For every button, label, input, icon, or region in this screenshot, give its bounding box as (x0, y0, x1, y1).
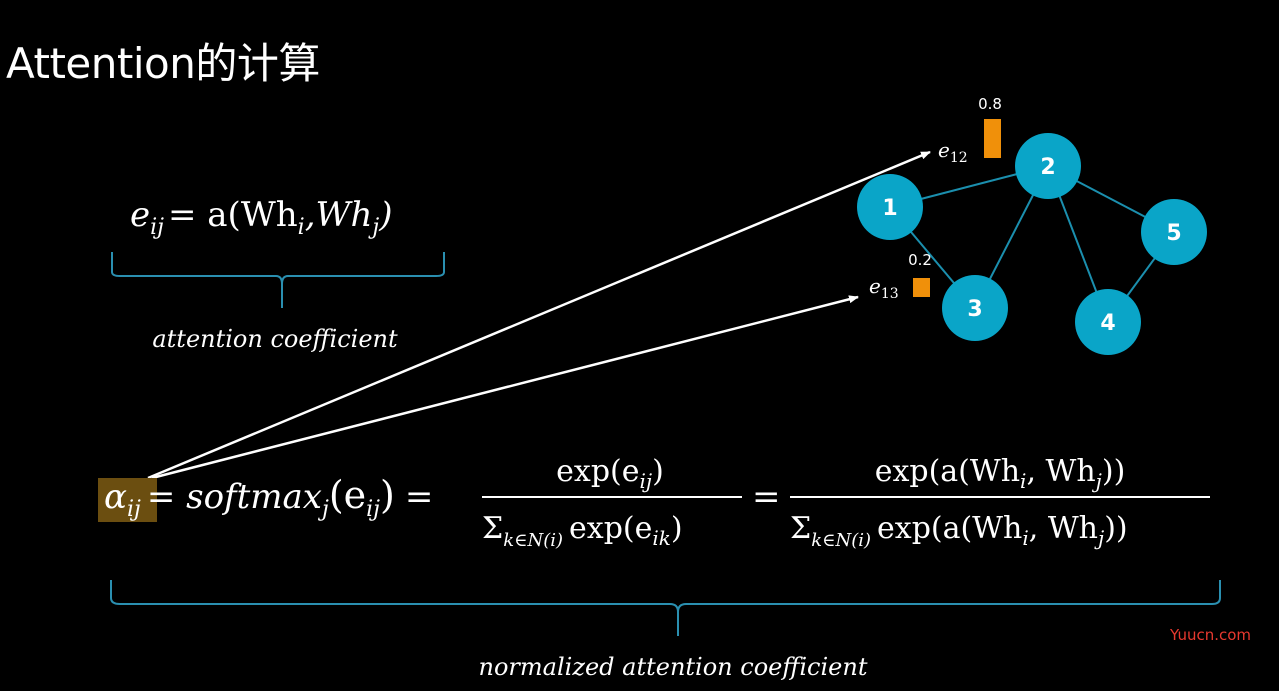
formula-equals-2: = (752, 477, 781, 517)
e12-bar (984, 119, 1001, 158)
frac1-denominator: Σk∈N(i)exp(eik) (482, 511, 683, 551)
formula-bottom: αij= softmaxj(eij)= exp(eij) Σk∈N(i)exp(… (104, 454, 1210, 551)
e13-bar (913, 278, 930, 297)
graph-node-3: 3 (942, 275, 1008, 341)
e12-indicator: 0.8 e12 (938, 95, 1002, 166)
caption-normalized-attention-coefficient: normalized attention coefficient (479, 653, 868, 681)
arrow-to-e13 (151, 295, 859, 480)
e13-value: 0.2 (908, 251, 932, 269)
frac1-numerator: exp(eij) (556, 454, 664, 493)
top-brace (111, 252, 445, 308)
e13-indicator: 0.2 e13 (869, 251, 932, 302)
svg-text:5: 5 (1166, 221, 1181, 246)
alpha-highlight (98, 478, 157, 522)
caption-attention-coefficient: attention coefficient (152, 325, 398, 353)
svg-text:2: 2 (1040, 155, 1055, 180)
formula-bottom-lhs: αij= softmaxj(eij)= (104, 473, 433, 522)
formula-top: eij= a(Whi,Whj) (130, 195, 392, 240)
formula-top-lhs: eij= a(Whi,Whj) (130, 195, 392, 240)
graph-node-1: 1 (857, 174, 923, 240)
frac2-denominator: Σk∈N(i)exp(a(Whi, Whj)) (790, 511, 1128, 551)
arrow-to-e12 (147, 150, 931, 480)
graph-node-4: 4 (1075, 289, 1141, 355)
graph-node-2: 2 (1015, 133, 1081, 199)
e13-label: e13 (869, 274, 899, 302)
e12-value: 0.8 (978, 95, 1002, 113)
e12-label: e12 (938, 138, 968, 166)
svg-text:3: 3 (967, 297, 982, 322)
slide-title: Attention的计算 (6, 39, 320, 88)
frac2-numerator: exp(a(Whi, Whj)) (875, 454, 1126, 493)
svg-text:4: 4 (1100, 311, 1115, 336)
svg-text:1: 1 (882, 196, 897, 221)
graph-node-5: 5 (1141, 199, 1207, 265)
watermark: Yuucn.com (1170, 626, 1252, 644)
bottom-brace (110, 580, 1221, 636)
